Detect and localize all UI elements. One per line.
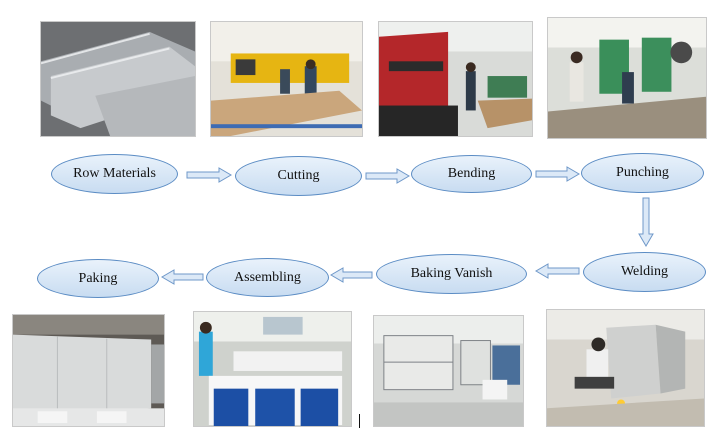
step-cutting: Cutting [235,156,362,196]
step-baking-vanish: Baking Vanish [376,254,527,294]
photo-punching [547,17,707,139]
photo-baking-vanish [373,315,524,427]
step-packing: Paking [37,259,159,298]
step-assembling: Assembling [206,258,329,297]
arrow-right-icon [365,168,410,184]
photo-welding [546,309,705,427]
photo-cutting [210,21,363,137]
arrow-down-icon [638,197,654,247]
photo-assembling [193,311,352,427]
step-bending: Bending [411,155,532,193]
text-cursor-mark [359,414,360,428]
photo-bending [378,21,533,137]
step-punching: Punching [581,153,704,193]
arrow-right-icon [535,166,580,182]
step-welding: Welding [583,252,706,292]
photo-packing [12,314,165,427]
arrow-left-icon [535,263,580,279]
step-raw-materials: Row Materials [51,154,178,194]
arrow-left-icon [161,269,204,285]
arrow-right-icon [186,167,232,183]
photo-raw-materials [40,21,196,137]
arrow-left-icon [330,267,373,283]
